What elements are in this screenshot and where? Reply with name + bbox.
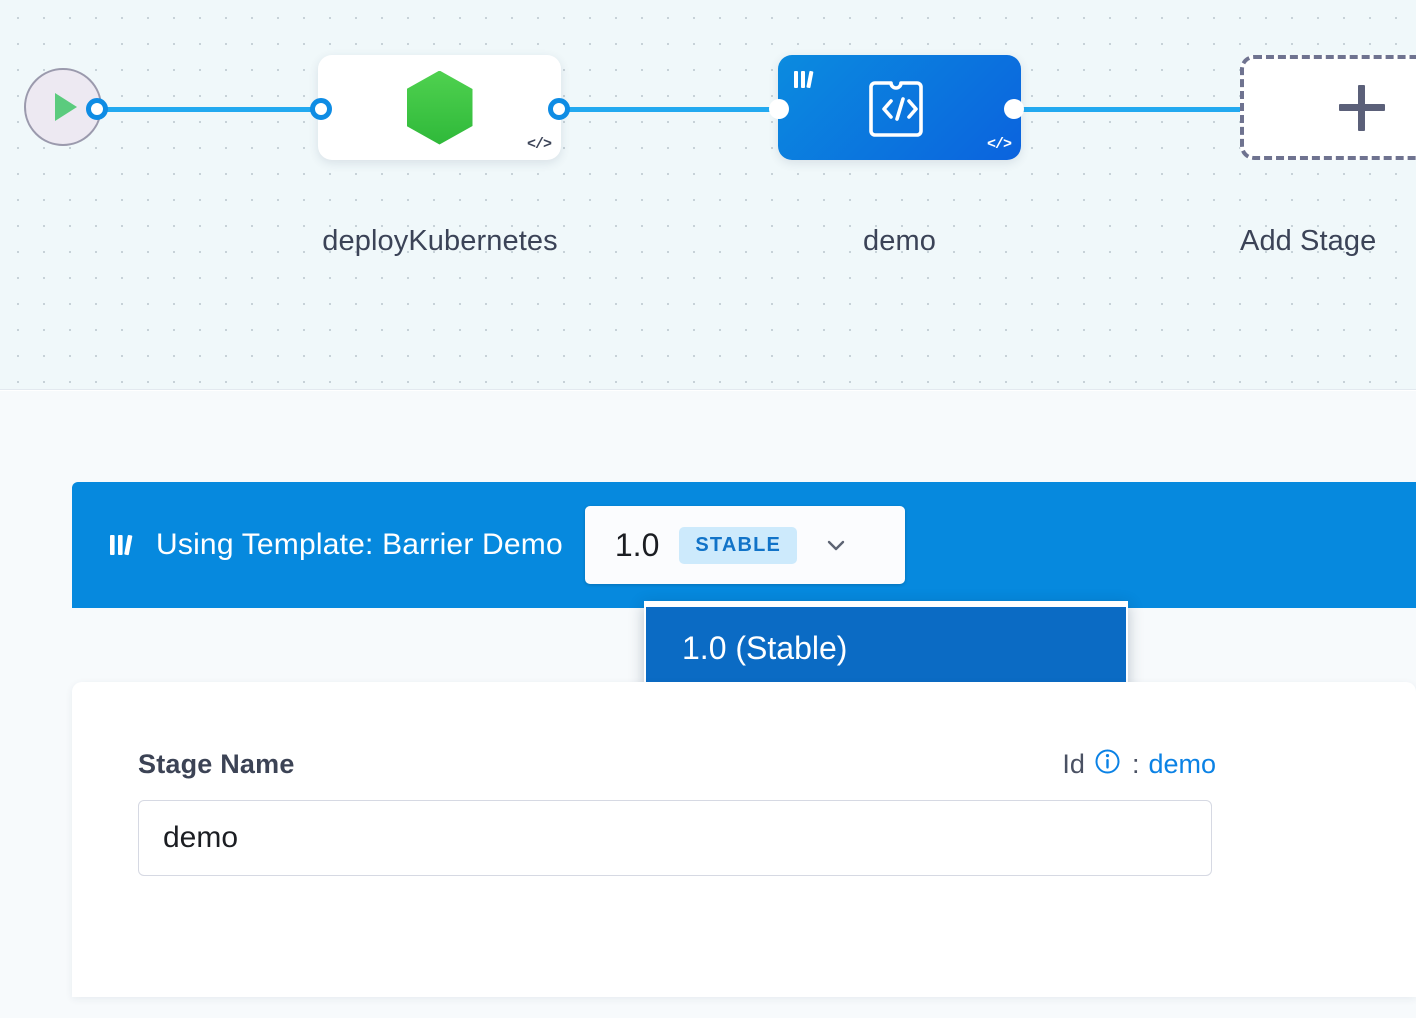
using-template-bar: Using Template: Barrier Demo 1.0 STABLE	[72, 482, 1416, 608]
port-deploy-output[interactable]	[548, 98, 570, 120]
stage-name-field-header: Stage Name Id : demo	[138, 748, 1216, 780]
status-badge: STABLE	[679, 526, 798, 564]
template-version-select[interactable]: 1.0 STABLE	[584, 506, 905, 584]
template-library-icon	[108, 530, 138, 560]
stage-details-card: Stage Name Id : demo	[72, 682, 1416, 997]
stage-id-value: demo	[1148, 748, 1216, 779]
plus-icon	[1338, 84, 1385, 131]
connector-line-deploy-to-demo	[548, 107, 793, 112]
stage-name-input[interactable]	[138, 800, 1212, 876]
stage-config-panel: Using Template: Barrier Demo 1.0 STABLE …	[0, 391, 1416, 1018]
stage-id-separator: :	[1131, 748, 1140, 779]
port-demo-input[interactable]	[769, 99, 789, 119]
template-version-value: 1.0	[614, 526, 660, 563]
template-puzzle-code-icon	[867, 73, 933, 143]
stage-node-deploy-kubernetes[interactable]: </>	[318, 55, 561, 160]
stage-name-label: Stage Name	[138, 748, 295, 779]
play-icon	[55, 93, 77, 121]
pipeline-canvas[interactable]: </> </>	[0, 0, 1416, 390]
template-version-dropdown-menu[interactable]: 1.0 (Stable)	[644, 601, 1128, 697]
version-option-1-0-stable[interactable]: 1.0 (Stable)	[646, 607, 1126, 689]
using-template-text: Using Template: Barrier Demo	[156, 528, 563, 561]
port-deploy-input[interactable]	[310, 98, 332, 120]
code-icon: </>	[986, 136, 1012, 153]
connector-line-start-to-deploy	[96, 107, 331, 112]
stage-id-display: Id : demo	[1062, 748, 1216, 780]
kubernetes-deployment-icon	[406, 70, 473, 145]
stage-label-demo: demo	[863, 225, 936, 257]
info-circle-icon[interactable]	[1094, 748, 1121, 780]
stage-node-demo[interactable]: </>	[778, 55, 1021, 160]
add-stage-node[interactable]	[1240, 55, 1416, 160]
code-icon: </>	[526, 136, 552, 153]
stage-label-deploy-kubernetes: deployKubernetes	[322, 225, 558, 257]
chevron-down-icon	[823, 532, 849, 558]
stage-id-label: Id	[1062, 748, 1085, 779]
port-demo-output[interactable]	[1004, 99, 1024, 119]
port-start-output[interactable]	[86, 98, 108, 120]
connector-line-demo-to-add	[1002, 107, 1252, 112]
add-stage-label: Add Stage	[1240, 225, 1377, 257]
template-library-icon	[792, 67, 818, 98]
